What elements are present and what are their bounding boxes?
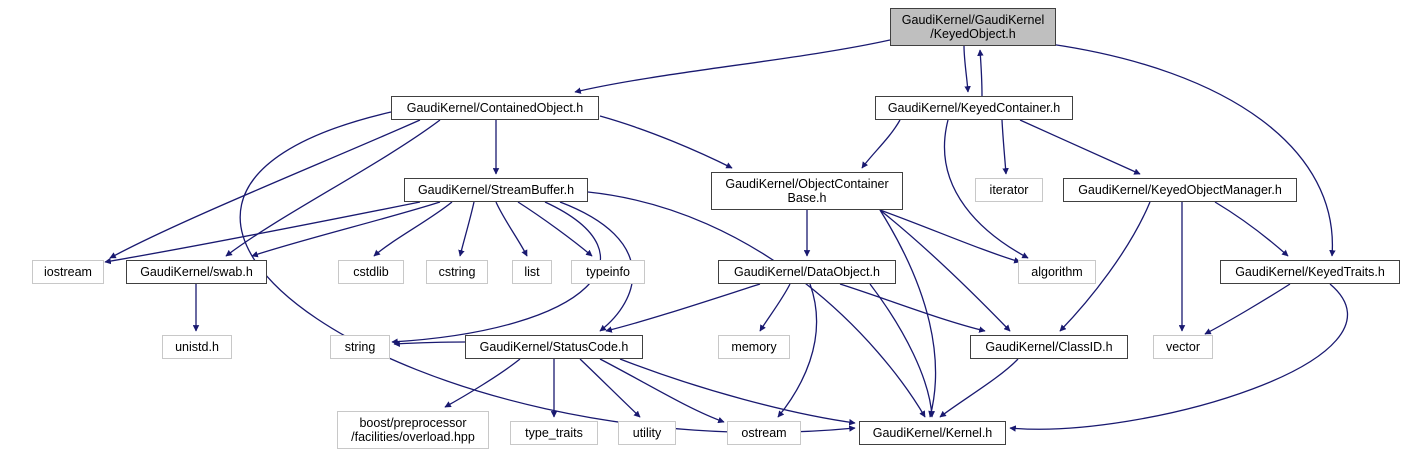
graph-edge-streambuffer-to-iostream <box>104 201 421 265</box>
graph-node-statuscode[interactable]: GaudiKernel/StatusCode.h <box>465 335 643 359</box>
graph-edge-dataobject-to-classid <box>839 283 986 333</box>
graph-edge-keyedcontainer-to-iterator <box>1001 119 1009 175</box>
graph-node-label: iostream <box>44 265 92 279</box>
graph-node-list[interactable]: list <box>512 260 552 284</box>
graph-node-label: GaudiKernel/KeyedContainer.h <box>887 101 1061 115</box>
graph-node-cstring[interactable]: cstring <box>426 260 488 284</box>
graph-node-ostream[interactable]: ostream <box>727 421 801 445</box>
graph-edge-keyedcontainer-to-objectcontainerbase <box>861 119 901 169</box>
graph-node-algorithm[interactable]: algorithm <box>1018 260 1096 284</box>
graph-node-label: cstring <box>438 265 476 279</box>
graph-node-label: GaudiKernel/KeyedTraits.h <box>1235 265 1385 279</box>
graph-node-label: GaudiKernel/ObjectContainer Base.h <box>725 177 889 205</box>
graph-node-label: cstdlib <box>353 265 389 279</box>
graph-node-label: GaudiKernel/swab.h <box>140 265 253 279</box>
graph-edge-streambuffer-to-cstdlib <box>373 201 453 257</box>
graph-node-typetraits[interactable]: type_traits <box>510 421 598 445</box>
graph-edge-objectcontainerbase-to-classid <box>879 209 1011 332</box>
graph-edge-dataobject-to-ostream <box>777 283 818 418</box>
graph-edge-streambuffer-to-typeinfo <box>517 201 593 257</box>
graph-node-keyedcontainer[interactable]: GaudiKernel/KeyedContainer.h <box>875 96 1073 120</box>
graph-edge-keyedobjectmanager-to-classid <box>1059 201 1151 332</box>
graph-node-label: GaudiKernel/StreamBuffer.h <box>417 183 575 197</box>
graph-edge-keyedcontainer-to-keyedobjectmanager <box>1019 119 1141 175</box>
graph-edge-classid-to-kernel <box>939 358 1019 418</box>
graph-node-vector[interactable]: vector <box>1153 335 1213 359</box>
graph-node-label: algorithm <box>1031 265 1083 279</box>
graph-node-label: GaudiKernel/GaudiKernel /KeyedObject.h <box>901 13 1045 41</box>
graph-node-label: GaudiKernel/ClassID.h <box>985 340 1113 354</box>
graph-edge-keyedobject-to-keyedcontainer <box>963 45 971 93</box>
graph-node-label: GaudiKernel/StatusCode.h <box>479 340 629 354</box>
graph-edge-containedobject-to-iostream <box>109 119 421 259</box>
graph-node-label: unistd.h <box>175 340 219 354</box>
graph-edge-keyedcontainer-to-keyedobject <box>977 49 984 97</box>
graph-edge-streambuffer-to-string <box>391 201 602 345</box>
graph-node-label: typeinfo <box>586 265 630 279</box>
graph-edge-keyedobject-to-containedobject <box>574 39 891 94</box>
graph-node-keyedobject[interactable]: GaudiKernel/GaudiKernel /KeyedObject.h <box>890 8 1056 46</box>
graph-node-keyedobjectmanager[interactable]: GaudiKernel/KeyedObjectManager.h <box>1063 178 1297 202</box>
graph-node-utility[interactable]: utility <box>618 421 676 445</box>
graph-edge-dataobject-to-kernel <box>869 283 935 418</box>
graph-node-streambuffer[interactable]: GaudiKernel/StreamBuffer.h <box>404 178 588 202</box>
graph-node-label: iterator <box>989 183 1029 197</box>
graph-edge-containedobject-to-swab <box>225 119 441 257</box>
graph-node-unistd[interactable]: unistd.h <box>162 335 232 359</box>
graph-edge-objectcontainerbase-to-algorithm <box>879 209 1021 264</box>
graph-edge-statuscode-to-utility <box>579 358 641 418</box>
graph-node-iostream[interactable]: iostream <box>32 260 104 284</box>
graph-edge-streambuffer-to-cstring <box>458 201 475 257</box>
graph-node-cstdlib[interactable]: cstdlib <box>338 260 404 284</box>
graph-node-label: boost/preprocessor /facilities/overload.… <box>351 416 475 444</box>
graph-node-label: GaudiKernel/Kernel.h <box>872 426 993 440</box>
graph-edge-statuscode-to-string <box>393 340 466 347</box>
graph-node-objectcontainerbase[interactable]: GaudiKernel/ObjectContainer Base.h <box>711 172 903 210</box>
graph-node-swab[interactable]: GaudiKernel/swab.h <box>126 260 267 284</box>
graph-edge-keyedtraits-to-vector <box>1204 283 1291 335</box>
graph-edge-objectcontainerbase-to-kernel <box>879 209 937 418</box>
graph-node-typeinfo[interactable]: typeinfo <box>571 260 645 284</box>
graph-node-classid[interactable]: GaudiKernel/ClassID.h <box>970 335 1128 359</box>
graph-edge-dataobject-to-memory <box>759 283 791 332</box>
graph-edge-streambuffer-to-swab <box>251 201 441 258</box>
graph-node-boostoverload[interactable]: boost/preprocessor /facilities/overload.… <box>337 411 489 449</box>
graph-node-string[interactable]: string <box>330 335 390 359</box>
graph-edge-streambuffer-to-kernel <box>587 191 926 418</box>
graph-node-kernel[interactable]: GaudiKernel/Kernel.h <box>859 421 1006 445</box>
graph-node-containedobject[interactable]: GaudiKernel/ContainedObject.h <box>391 96 599 120</box>
graph-node-iterator[interactable]: iterator <box>975 178 1043 202</box>
graph-node-label: ostream <box>741 426 787 440</box>
graph-edge-statuscode-to-ostream <box>599 358 725 424</box>
graph-node-memory[interactable]: memory <box>718 335 790 359</box>
graph-edge-dataobject-to-statuscode <box>605 283 761 333</box>
graph-edge-keyedobjectmanager-to-keyedtraits <box>1214 201 1289 257</box>
graph-node-label: memory <box>731 340 777 354</box>
graph-edge-keyedobject-to-keyedtraits <box>1049 43 1336 257</box>
graph-node-label: GaudiKernel/DataObject.h <box>734 265 880 279</box>
graph-node-label: list <box>524 265 540 279</box>
graph-node-label: GaudiKernel/KeyedObjectManager.h <box>1078 183 1282 197</box>
graph-edge-statuscode-to-boostoverload <box>444 358 521 408</box>
graph-node-label: string <box>344 340 376 354</box>
graph-edge-streambuffer-to-list <box>495 201 528 257</box>
graph-node-label: GaudiKernel/ContainedObject.h <box>406 101 584 115</box>
graph-edge-statuscode-to-kernel <box>619 358 856 426</box>
graph-node-label: utility <box>632 426 662 440</box>
graph-edge-keyedcontainer-to-algorithm <box>943 119 1029 259</box>
graph-node-label: vector <box>1165 340 1201 354</box>
graph-node-dataobject[interactable]: GaudiKernel/DataObject.h <box>718 260 896 284</box>
graph-node-keyedtraits[interactable]: GaudiKernel/KeyedTraits.h <box>1220 260 1400 284</box>
graph-node-label: type_traits <box>525 426 583 440</box>
graph-edge-keyedtraits-to-kernel <box>1009 283 1349 432</box>
graph-edge-containedobject-to-objectcontainerbase <box>599 115 733 169</box>
